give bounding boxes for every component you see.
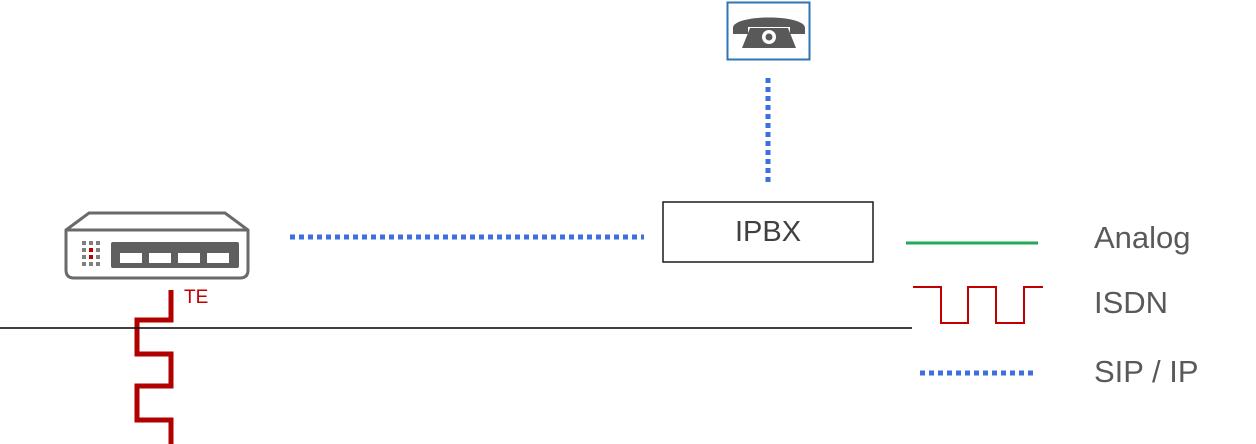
te-port-label: TE xyxy=(184,287,209,308)
ipbx-box xyxy=(662,201,874,263)
legend-isdn-swatch xyxy=(913,286,1043,324)
telephone-node xyxy=(726,1,811,61)
legend-label-analog: Analog xyxy=(1094,220,1191,255)
telephone-icon xyxy=(733,17,805,48)
isdn-link xyxy=(134,290,174,444)
legend-label-isdn: ISDN xyxy=(1094,285,1169,320)
network-switch-icon xyxy=(64,211,250,280)
ipbx-label: IPBX xyxy=(734,216,802,248)
legend-label-sip-ip: SIP / IP xyxy=(1094,354,1199,389)
